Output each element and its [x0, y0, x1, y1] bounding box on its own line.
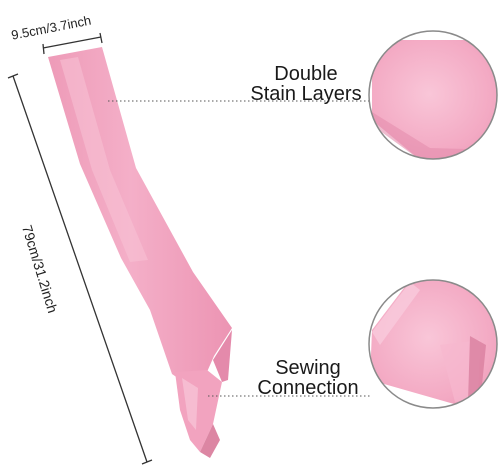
callout-double-layers: Double Stain Layers	[246, 64, 366, 104]
zoom-circle-sewing-connection	[368, 279, 498, 409]
callout-sewing-connection: Sewing Connection	[248, 358, 368, 398]
callout-line-1: Sewing	[275, 357, 341, 379]
callout-line-2: Connection	[257, 377, 359, 399]
zoom-circle-double-layers	[368, 30, 498, 160]
width-dimension-line	[42, 32, 103, 55]
sash	[48, 47, 232, 458]
callout-line-1: Double	[274, 63, 338, 85]
callout-line-2: Stain Layers	[250, 83, 362, 105]
length-dimension-line	[7, 73, 153, 465]
